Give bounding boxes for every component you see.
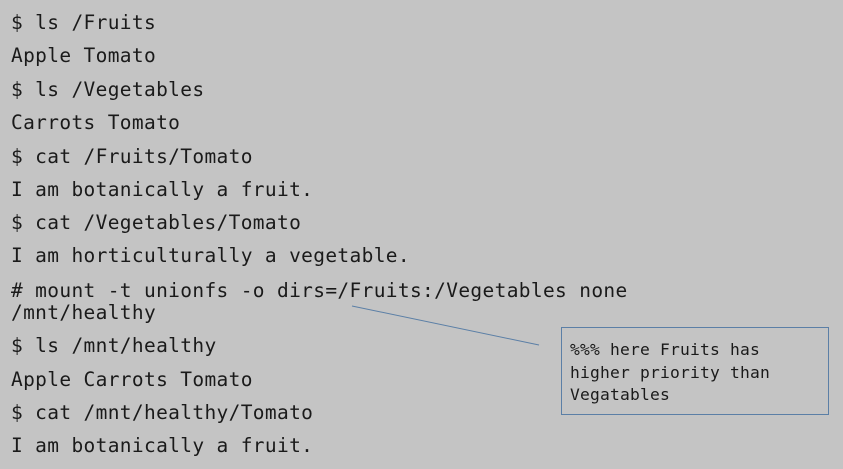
terminal-line-command-continuation: /mnt/healthy xyxy=(11,301,157,324)
terminal-line-output: Apple Tomato xyxy=(11,44,157,67)
annotation-line: Vegatables xyxy=(570,385,671,404)
terminal-line-command: $ cat /mnt/healthy/Tomato xyxy=(11,401,314,424)
terminal-line-root-command: # mount -t unionfs -o dirs=/Fruits:/Vege… xyxy=(11,279,628,302)
terminal-line-command: $ ls /Fruits xyxy=(11,11,157,34)
terminal-line-output: Carrots Tomato xyxy=(11,111,181,134)
terminal-line-output: Apple Carrots Tomato xyxy=(11,368,253,391)
terminal-line-output: I am horticulturally a vegetable. xyxy=(11,244,410,267)
annotation-line: higher priority than xyxy=(570,362,771,382)
annotation-note: %%% here Fruits has higher priority than… xyxy=(561,327,829,415)
annotation-line: %%% here Fruits has xyxy=(570,340,761,359)
terminal-line-output: I am botanically a fruit. xyxy=(11,178,314,201)
terminal-line-command: $ ls /Vegetables xyxy=(11,78,205,101)
terminal-line-output: I am botanically a fruit. xyxy=(11,434,314,457)
terminal-line-command: $ cat /Fruits/Tomato xyxy=(11,145,253,168)
terminal-line-command: $ ls /mnt/healthy xyxy=(11,334,217,357)
terminal-line-command: $ cat /Vegetables/Tomato xyxy=(11,211,302,234)
